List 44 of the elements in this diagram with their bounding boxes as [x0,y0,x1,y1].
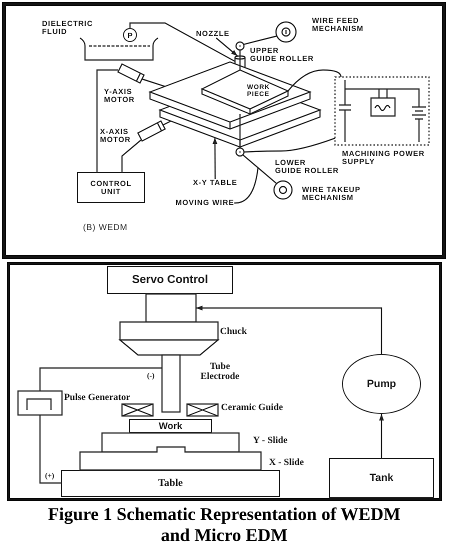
part-label: Ceramic Guide [221,403,284,413]
part-label: Y - Slide [253,436,288,446]
pipe-arrow [196,306,382,354]
wire-line [239,50,241,70]
cable-line [288,69,342,92]
tank-box: Tank [329,458,434,498]
pipe-arrow [379,414,384,458]
wire-line [239,114,241,148]
cable-line [244,138,336,153]
spindle-shaft [145,293,197,323]
pump-circle: Pump [342,354,421,414]
panel-label: (B) WEDM [83,223,128,232]
table-block: Table [61,470,280,497]
wire-line [39,367,162,391]
slide-block [79,446,262,471]
guide-roller [235,41,245,51]
part-label: Tube Electrode [200,362,240,382]
x-y-table [150,62,320,147]
wire-line [243,35,278,45]
leader-arrow [212,138,218,179]
fluid-tank [80,38,158,61]
figure-caption: Figure 1 Schematic Representation of WEDM and Micro EDM [48,504,400,546]
electrode-tube [161,354,181,413]
cable-line [96,69,118,172]
part-label: Pulse Generator [64,393,130,403]
guide-block [121,403,154,417]
wire-line [242,154,277,184]
generator-box [17,390,63,416]
pipe-line [129,22,236,62]
control-box: Servo Control [107,266,233,294]
leader-arrow [216,38,238,56]
wire-line [39,415,61,484]
part-label: X - Slide [269,458,304,468]
guide-roller [235,147,245,157]
work-block: Work [129,419,212,433]
cable-line [121,140,142,172]
leader-line [234,168,259,204]
wire-reel [273,180,293,200]
wire-reel [275,21,297,43]
guide-block [186,403,219,417]
motor [117,63,166,87]
slide-block [101,432,240,453]
chuck [118,321,220,356]
part-label: Chuck [220,327,247,337]
